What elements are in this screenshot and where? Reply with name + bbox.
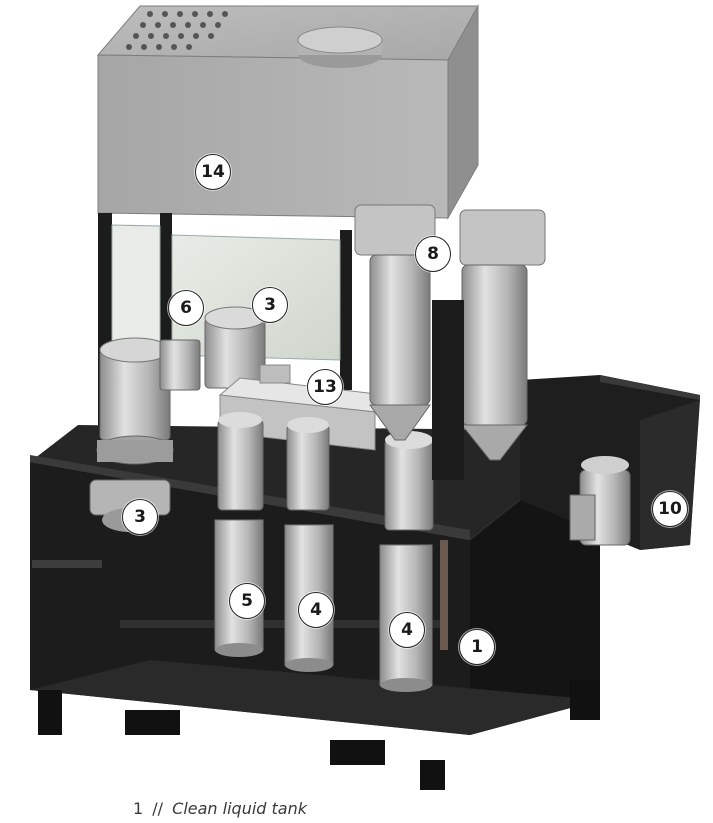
callout-3-lower: 3 <box>122 499 158 535</box>
callout-1: 1 <box>459 629 495 665</box>
filler-cap <box>297 26 383 68</box>
callout-3-upper: 3 <box>252 287 288 323</box>
pump-column-5 <box>214 412 264 657</box>
pump-column-4b <box>379 431 434 692</box>
legend-separator: // <box>152 799 164 818</box>
callout-14: 14 <box>195 154 231 190</box>
base-feet <box>38 680 600 790</box>
pump-column-4a <box>284 417 334 672</box>
callout-8: 8 <box>415 236 451 272</box>
callout-5: 5 <box>229 583 265 619</box>
callout-10: 10 <box>652 491 688 527</box>
legend-number: 1 <box>133 799 144 818</box>
callout-13: 13 <box>307 369 343 405</box>
legend-entry: 1 // Clean liquid tank <box>133 799 307 818</box>
tank-inner-wall <box>440 540 448 650</box>
callout-6: 6 <box>168 290 204 326</box>
machine-illustration <box>30 4 700 790</box>
upper-tank <box>96 4 479 220</box>
callout-4-right: 4 <box>389 612 425 648</box>
filter-housing-right <box>432 209 546 480</box>
filter-housing-left <box>354 204 436 441</box>
vent-holes <box>126 11 228 50</box>
callout-4-left: 4 <box>298 592 334 628</box>
motor-left <box>96 337 174 465</box>
legend-text: Clean liquid tank <box>172 799 308 818</box>
side-gear-motor <box>569 456 631 546</box>
